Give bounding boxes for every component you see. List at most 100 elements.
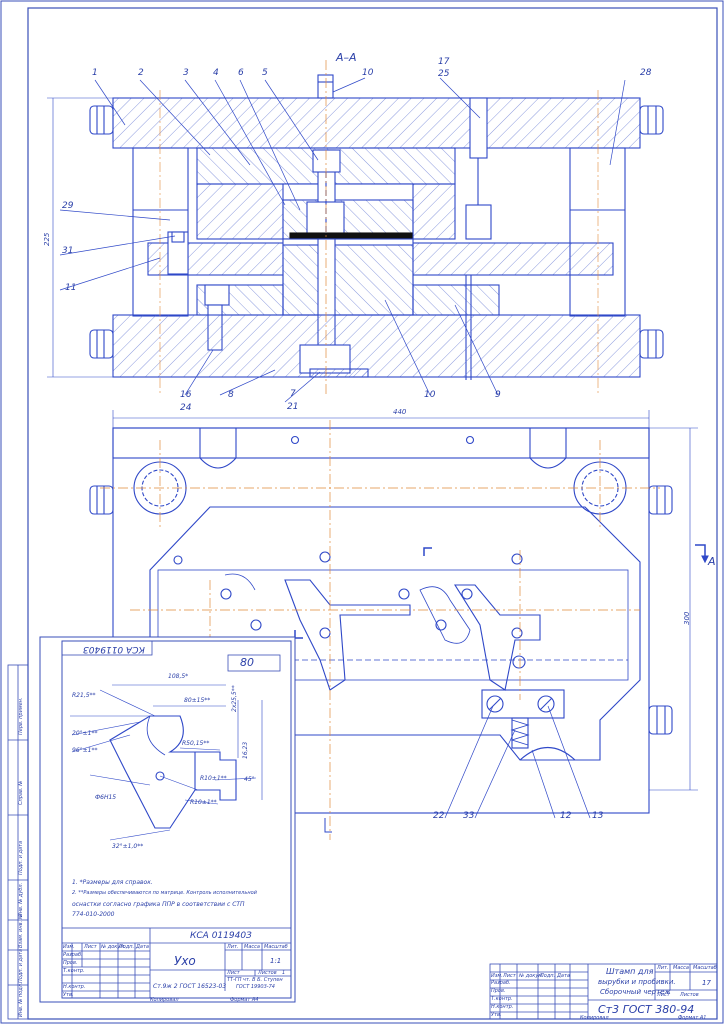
detail-role-ncontr: Н.контр. (63, 984, 86, 990)
title-format: Формат А1 (678, 1015, 707, 1021)
detail-code-block: КСА 011940З (190, 931, 252, 941)
margin-podp-data: Подп. и дата (18, 840, 24, 875)
pos-7: 7 (290, 389, 296, 399)
detail-role-check: Пров. (63, 960, 78, 966)
title-role-ncontr: Н.контр. (491, 1004, 514, 1010)
detail-part-name: Ухо (174, 954, 196, 968)
title-col-sign: Подп. (540, 973, 556, 979)
pos-16: 16 (180, 390, 192, 400)
pos-11: 11 (65, 283, 77, 293)
pos-33: 33 (463, 811, 475, 821)
margin-sprav: Справ. № (18, 780, 24, 805)
detail-sheet-label: Лист (227, 970, 240, 976)
detail-mass-label: Масса (244, 944, 260, 950)
pos-9: 9 (495, 390, 501, 400)
detail-note-1: 1. *Размеры для справок. (72, 879, 153, 886)
title-col-sheet: Лист (657, 992, 670, 998)
margin-perv-primen: Перв. примен. (18, 697, 24, 735)
detail-dim-7: R50,15** (182, 740, 210, 747)
title-col-sheets: Листов (680, 992, 699, 998)
pos-2: 2 (138, 68, 144, 78)
margin-vzam-inv: Взам. инв. № (18, 914, 24, 948)
section-marker: А (708, 555, 716, 568)
pos-1: 1 (92, 68, 98, 78)
detail-format: Формат А4 (230, 997, 259, 1003)
detail-dim-1: 108,5* (168, 673, 189, 680)
left-margin-strip (7, 664, 29, 1020)
detail-scale-value: 1:1 (270, 957, 282, 965)
section-view (47, 60, 664, 403)
detail-dim-3: 80±15** (184, 697, 211, 704)
detail-role-doc: № докум. (101, 944, 126, 950)
detail-sheets-value: 1 (282, 970, 286, 976)
detail-lit-label: Лит. (227, 944, 239, 950)
detail-role-date: Дата (136, 944, 149, 950)
detail-material-3: ГОСТ 19903-74 (236, 984, 275, 990)
detail-role-list: Лист (84, 944, 97, 950)
detail-role-appr: Утв. (63, 992, 74, 998)
detail-role-izm: Изм. (63, 944, 75, 950)
detail-role-dev: Разраб. (63, 952, 83, 958)
pos-10-top: 10 (362, 68, 374, 78)
detail-dim-2: R21,5** (72, 692, 96, 699)
margin-podp-data2: Подп. и дата (18, 948, 24, 983)
detail-dim-12: R10±1** (190, 799, 217, 806)
title-col-scale: Масштаб (693, 965, 717, 971)
title-col-lit: Лит. (657, 965, 669, 971)
detail-scale-label: Масштаб (264, 944, 288, 950)
pos-13: 13 (592, 811, 604, 821)
detail-dim-9: R10±1** (200, 775, 227, 782)
title-sheets-count: 17 (702, 979, 711, 987)
pos-4: 4 (213, 68, 219, 78)
detail-dim-8: 16,23 (242, 741, 249, 759)
detail-dim-6: 96°±1** (72, 747, 98, 754)
margin-inv-podl: Инв. № подл. (18, 982, 24, 1018)
pos-17: 17 (438, 57, 450, 67)
detail-sheet (39, 636, 296, 1003)
dim-width-plan: 440 (393, 408, 407, 416)
dim-height-plan: 300 (683, 611, 691, 625)
title-name-line1: Штамп для (606, 967, 654, 976)
pos-10-bottom: 10 (424, 390, 436, 400)
detail-note-2: 2. **Размеры обеспечиваются по матрице. … (72, 890, 257, 896)
detail-note-4: 774-010-2000 (72, 911, 115, 918)
pos-24: 24 (180, 403, 192, 413)
title-role-check: Пров. (491, 988, 506, 994)
pos-28: 28 (640, 68, 652, 78)
title-col-mass: Масса (673, 965, 689, 971)
detail-dim-13: 32°±1,0** (112, 843, 144, 850)
pos-6: 6 (238, 68, 244, 78)
detail-dim-5: 20°±1** (72, 730, 98, 737)
title-col-doc: № докум. (519, 973, 544, 979)
detail-role-tcontr: Т.контр. (63, 968, 85, 974)
pos-5: 5 (262, 68, 268, 78)
detail-role-sign: Подп. (119, 944, 135, 950)
title-col-list: Лист (503, 973, 516, 979)
title-name-line2: вырубки и пробивки. (598, 978, 676, 986)
pos-8: 8 (228, 390, 234, 400)
margin-inv-dubl: Инв. № дубл. (18, 882, 24, 917)
title-role-dev: Разраб. (491, 980, 511, 986)
section-title: А–А (336, 51, 357, 64)
pos-22: 22 (433, 811, 445, 821)
dim-height-main: 225 (43, 232, 51, 246)
pos-12: 12 (560, 811, 572, 821)
plan-view (89, 410, 709, 840)
title-role-appr: Утв. (491, 1012, 502, 1018)
roughness-value: 80 (240, 656, 254, 669)
title-col-change: Изм. (491, 973, 503, 979)
detail-material-1: Ст.9ж 2 ГОСТ 16523-03 (153, 983, 227, 990)
title-col-date: Дата (557, 973, 570, 979)
detail-dim-10: 45° (244, 776, 255, 783)
pos-29: 29 (62, 201, 74, 211)
title-copied: Копировал (580, 1015, 609, 1021)
detail-material-2: ТТ-ГП чт. В Б. Ступен (227, 977, 283, 983)
pos-21: 21 (287, 402, 299, 412)
pos-3: 3 (183, 68, 189, 78)
detail-copied: Копировал (150, 997, 179, 1003)
pos-31: 31 (62, 246, 74, 256)
detail-note-3: оснастки согласно графика ППР в соответс… (72, 901, 245, 908)
pos-25: 25 (438, 69, 450, 79)
